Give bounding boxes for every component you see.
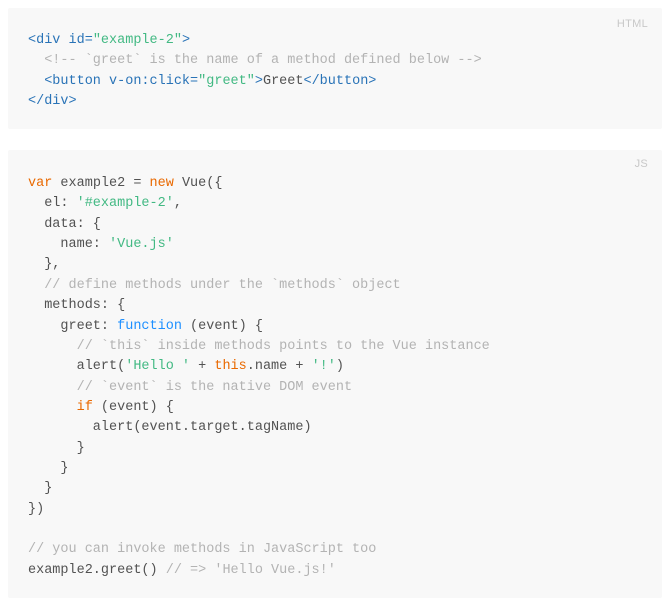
- code-token-txt: (event) {: [181, 318, 263, 334]
- code: var example2 = new Vue({ el: '#example-2…: [28, 174, 490, 581]
- code-token-txt: }: [28, 440, 85, 456]
- code-line: }: [28, 459, 490, 479]
- code-token-txt: el:: [28, 196, 77, 212]
- code-token-tag: <button v-on:click=: [44, 73, 199, 89]
- code-token-txt: },: [28, 257, 61, 273]
- code-token-str: 'Vue.js': [109, 237, 174, 253]
- code-token-txt: [28, 380, 77, 395]
- code-token-str: 'Hello ': [125, 359, 191, 375]
- code-token-str: '!': [311, 359, 336, 375]
- code-line: <div id="example-2">: [28, 31, 482, 51]
- code-token-txt: [28, 400, 77, 415]
- code-line: // define methods under the `methods` ob…: [28, 276, 490, 296]
- code-token-tag: </button>: [303, 73, 377, 89]
- code-line: greet: function (event) {: [28, 317, 490, 337]
- code-line: },: [28, 255, 490, 275]
- code-token-txt: Greet: [262, 73, 304, 89]
- code-token-kw: new: [149, 176, 174, 191]
- code-line: alert(event.target.tagName): [28, 418, 490, 438]
- code-line: // `event` is the native DOM event: [28, 378, 490, 398]
- code-line: data: {: [28, 215, 490, 235]
- code-token-com: <!-- `greet` is the name of a method def…: [44, 53, 482, 69]
- html-code-block: HTML <div id="example-2"> <!-- `greet` i…: [8, 8, 662, 129]
- code-token-txt: ): [335, 359, 344, 375]
- code-token-txt: greet:: [28, 318, 118, 334]
- code-line: // you can invoke methods in JavaScript …: [28, 540, 490, 560]
- code-token-kw: var: [28, 176, 53, 191]
- code-token-str: "greet": [198, 73, 255, 89]
- code-token-txt: alert(event.target.tagName): [28, 420, 312, 436]
- code-token-com: // define methods under the `methods` ob…: [44, 277, 401, 293]
- code-token-txt: Vue({: [173, 176, 223, 191]
- code-token-txt: name:: [28, 237, 110, 253]
- code-line: </div>: [28, 92, 482, 112]
- code-token-com: // you can invoke methods in JavaScript …: [28, 542, 377, 558]
- code-token-str: '#example-2': [76, 196, 174, 212]
- code-line: el: '#example-2',: [28, 194, 490, 214]
- code-line: }): [28, 500, 490, 520]
- code-token-txt: [28, 53, 44, 68]
- code-token-com: // => 'Hello Vue.js!': [165, 562, 336, 578]
- code-token-txt: +: [190, 359, 215, 375]
- code-line: methods: {: [28, 296, 490, 316]
- code-line: if (event) {: [28, 398, 490, 418]
- code-token-tag: >: [254, 73, 263, 89]
- code-token-txt: [28, 278, 44, 293]
- code-token-txt: (event) {: [92, 399, 174, 415]
- js-code-block: JS var example2 = new Vue({ el: '#exampl…: [8, 150, 662, 598]
- code-token-kw: this: [214, 359, 247, 375]
- code-line: name: 'Vue.js': [28, 235, 490, 255]
- code-line: <!-- `greet` is the name of a method def…: [28, 51, 482, 71]
- code-line: }: [28, 479, 490, 499]
- code-token-com: // `event` is the native DOM event: [76, 379, 353, 395]
- language-label: HTML: [616, 18, 648, 30]
- code-token-tag: <div id=: [28, 33, 93, 48]
- code-line: example2.greet() // => 'Hello Vue.js!': [28, 561, 490, 581]
- code: <div id="example-2"> <!-- `greet` is the…: [28, 31, 482, 112]
- code-token-txt: example2.greet(): [28, 562, 166, 578]
- code-token-tag: >: [181, 33, 191, 48]
- code-token-txt: alert(: [28, 359, 126, 375]
- code-token-kw: if: [76, 399, 93, 415]
- code-token-txt: }): [28, 501, 45, 517]
- code-token-txt: .name +: [246, 359, 312, 375]
- code-token-fn: function: [117, 318, 182, 334]
- code-line: var example2 = new Vue({: [28, 174, 490, 194]
- code-token-str: "example-2": [92, 33, 182, 48]
- code-line: }: [28, 439, 490, 459]
- code-token-txt: }: [28, 461, 69, 477]
- code-token-txt: data: {: [28, 216, 101, 232]
- code-token-txt: ,: [173, 196, 182, 212]
- language-label: JS: [634, 158, 648, 170]
- code-token-txt: }: [28, 481, 53, 497]
- code-token-txt: [28, 74, 44, 89]
- code-token-txt: methods: {: [28, 298, 126, 314]
- code-line: // `this` inside methods points to the V…: [28, 337, 490, 357]
- code-token-tag: </div>: [28, 94, 77, 110]
- code-line: <button v-on:click="greet">Greet</button…: [28, 72, 482, 92]
- code-token-txt: [28, 339, 77, 354]
- code-token-com: // `this` inside methods points to the V…: [76, 338, 490, 354]
- code-token-txt: example2 =: [52, 176, 150, 191]
- code-line: alert('Hello ' + this.name + '!'): [28, 357, 490, 377]
- code-line: [28, 520, 490, 540]
